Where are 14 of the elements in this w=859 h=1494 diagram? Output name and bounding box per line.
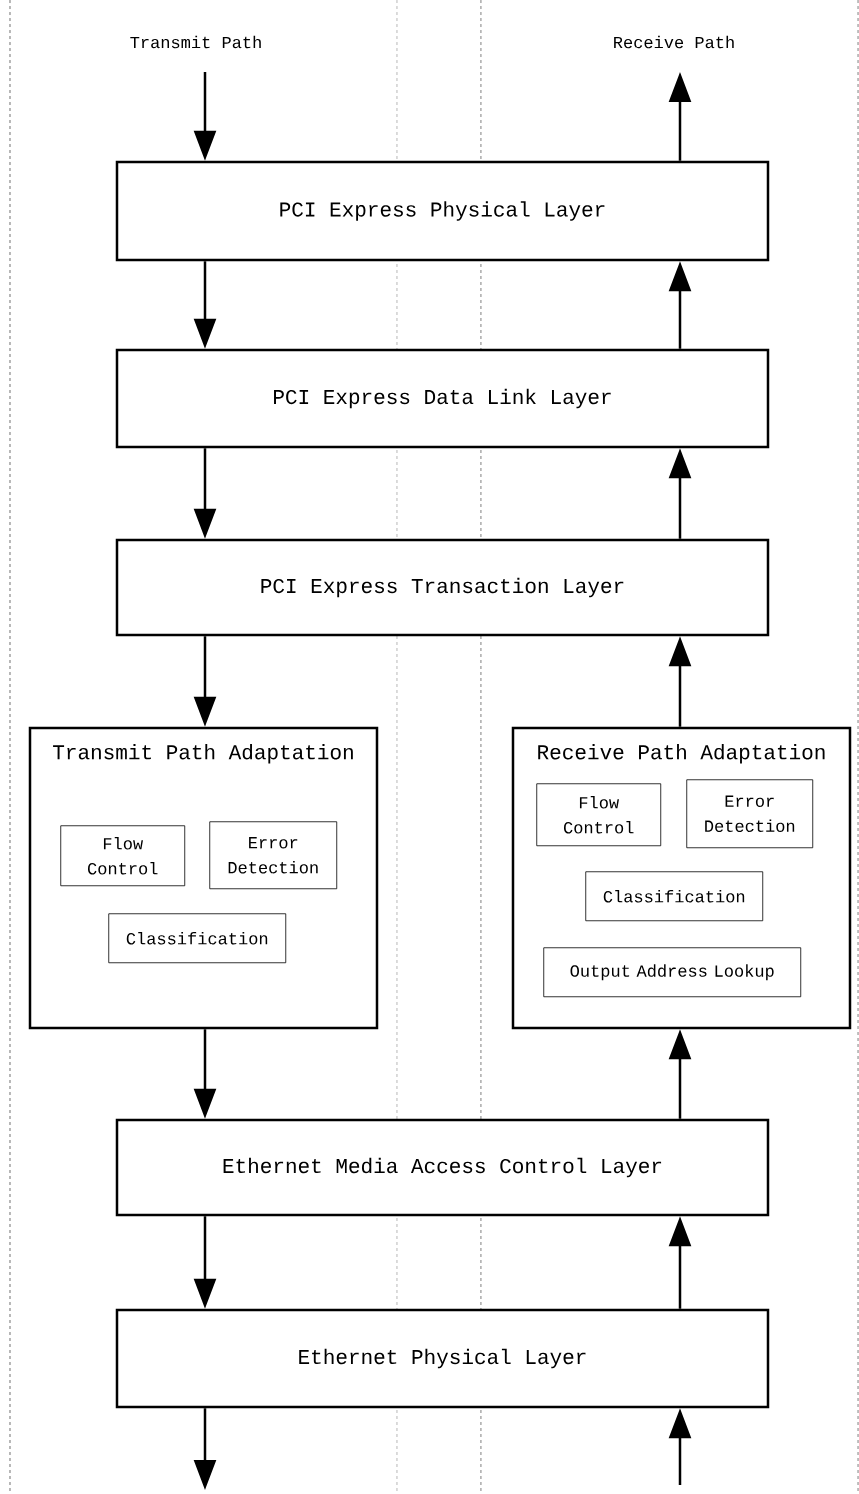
layer-box: PCI Express Data Link Layer — [115, 348, 770, 449]
layer-box: PCI Express Physical Layer — [115, 160, 770, 262]
path-heading: Transmit Path — [130, 35, 261, 49]
layer-box: Ethernet Physical Layer — [115, 1308, 770, 1409]
function-box: Classification — [108, 913, 287, 964]
path-heading: Receive Path — [614, 35, 734, 49]
layer-box: Ethernet Media Access Control Layer — [115, 1118, 770, 1217]
layer-box: PCI Express Transaction Layer — [115, 538, 770, 637]
function-box: Error Detection — [209, 821, 338, 890]
function-box: Flow Control — [60, 825, 186, 887]
function-box: Classification — [585, 871, 764, 922]
function-box: Flow Control — [536, 783, 662, 847]
function-box: Error Detection — [686, 779, 814, 849]
function-box: Output Address Lookup — [543, 947, 802, 998]
